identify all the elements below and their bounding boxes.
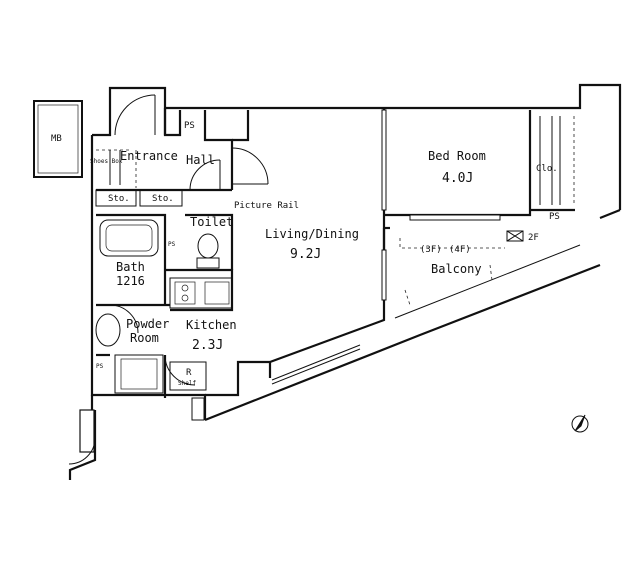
bathtub xyxy=(99,219,159,257)
ac-2f-label: 2F xyxy=(528,233,539,243)
ps-bath-label: PS xyxy=(168,241,176,248)
windows xyxy=(79,109,581,453)
ps-powder-label: PS xyxy=(96,363,104,370)
ac-units xyxy=(399,230,524,306)
balcony-label: Balcony xyxy=(431,262,482,276)
kitchen-counter xyxy=(169,277,233,309)
entrance-label: Entrance xyxy=(120,149,178,163)
living-dining-label: Living/Dining xyxy=(265,227,359,241)
storage xyxy=(95,149,183,207)
toilet-fixture xyxy=(196,233,220,269)
doors xyxy=(68,94,269,465)
closet-label: Clo. xyxy=(536,164,558,174)
ac-3f-label: (3F) xyxy=(420,245,442,255)
washbasin xyxy=(95,313,121,347)
refrigerator-label: R xyxy=(186,368,192,378)
living-dining-size-label: 9.2J xyxy=(290,247,321,262)
inner-walls xyxy=(96,108,575,398)
kitchen-size-label: 2.3J xyxy=(192,338,223,353)
ac-4f-label: (4F) xyxy=(449,245,471,255)
hall-label: Hall xyxy=(186,153,215,167)
bath-size-label: 1216 xyxy=(116,274,145,288)
bed-room-size-label: 4.0J xyxy=(442,171,473,186)
mb-label: MB xyxy=(51,134,62,144)
bed-room-label: Bed Room xyxy=(428,149,486,163)
shoes-box-label: Shoes Box xyxy=(90,158,123,165)
picture-rail-label: Picture Rail xyxy=(234,201,299,211)
powder-room-label-2: Room xyxy=(130,331,159,345)
powder-room-label: Powder xyxy=(126,317,169,331)
outer-walls xyxy=(68,83,622,480)
meter-box xyxy=(33,100,83,178)
ps-top-label: PS xyxy=(184,121,195,131)
kitchen-label: Kitchen xyxy=(186,318,237,332)
washing-machine xyxy=(114,354,164,394)
shelf-label: Shelf xyxy=(178,380,196,387)
toilet-label: Toilet xyxy=(190,215,233,229)
ps-bed-label: PS xyxy=(549,212,560,222)
storage-label-2: Sto. xyxy=(152,194,174,204)
bath-label: Bath xyxy=(116,260,145,274)
compass-north-icon xyxy=(571,414,589,433)
refrigerator-shelf xyxy=(169,361,207,391)
storage-label-1: Sto. xyxy=(108,194,130,204)
